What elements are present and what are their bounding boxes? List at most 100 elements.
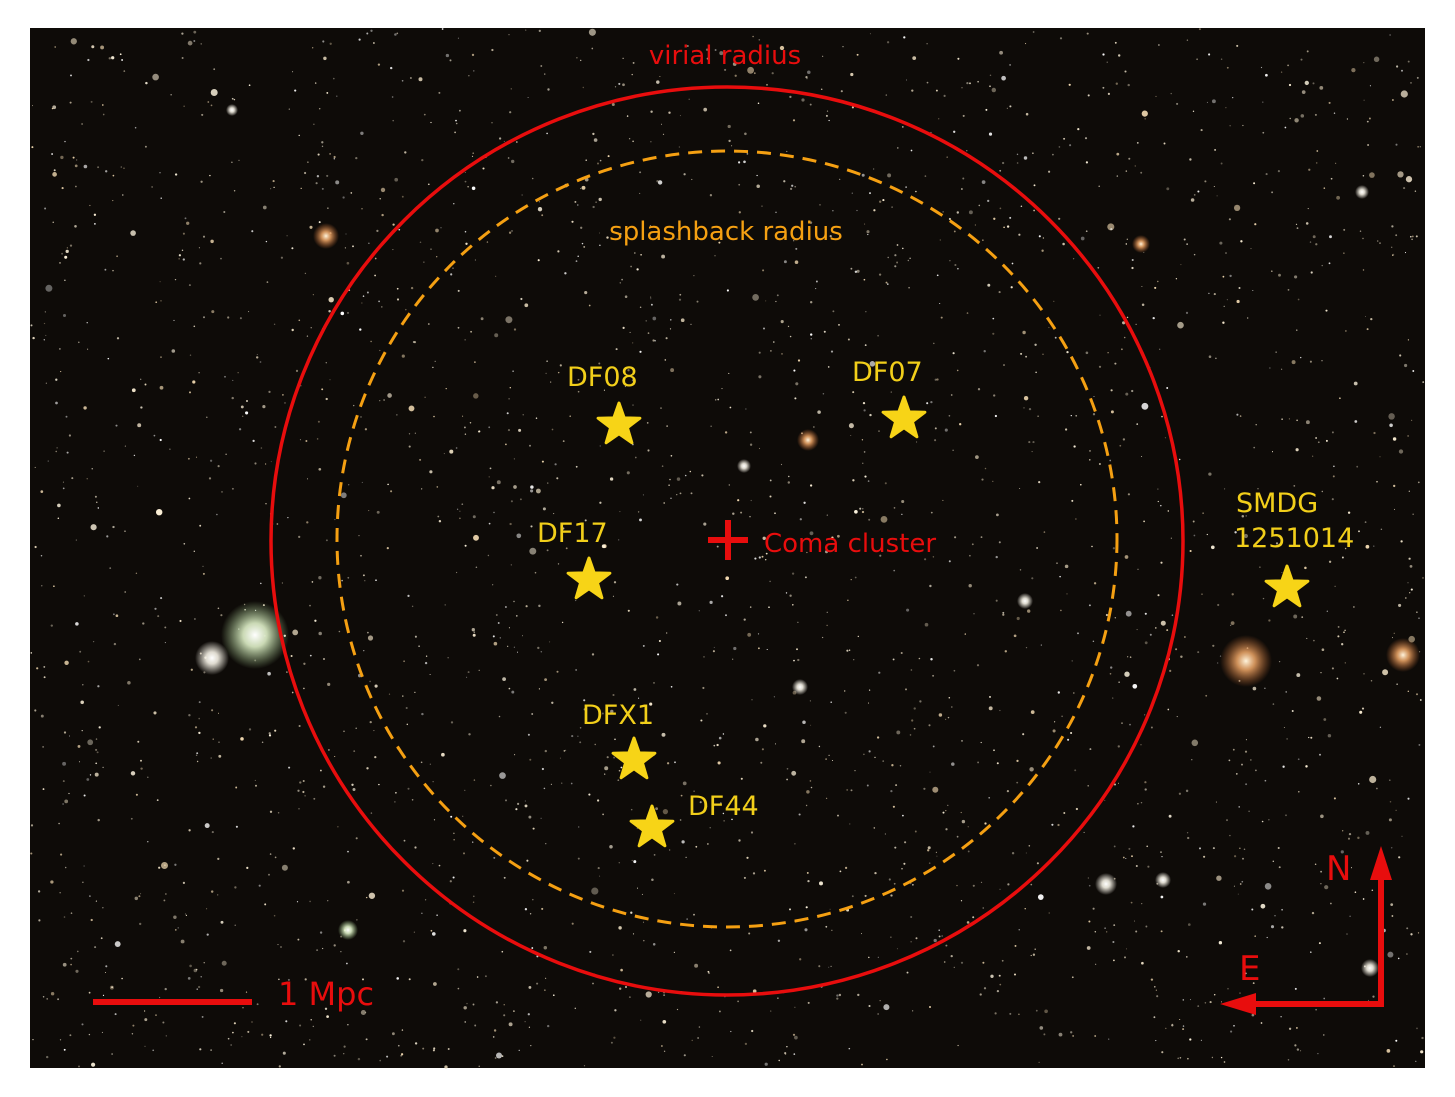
bright-star [1386,638,1420,672]
background-star [498,137,502,140]
background-star [718,241,721,244]
background-star [653,682,655,684]
background-star [1094,1035,1097,1037]
background-star [1186,832,1189,834]
background-star [1369,172,1375,178]
background-star [1208,472,1212,476]
background-star [340,311,345,316]
background-star [650,141,652,143]
background-star [1058,1032,1063,1037]
background-star [724,68,727,71]
background-star [155,1014,157,1016]
background-star [1179,1057,1182,1059]
background-star [198,717,200,720]
background-star [165,893,167,895]
background-star [1251,908,1254,911]
background-star [459,517,461,520]
background-star [599,445,601,447]
background-star [793,659,795,662]
background-star [1193,534,1196,537]
background-star [102,113,105,116]
background-star [400,1054,402,1057]
background-star [544,989,546,991]
background-star [709,827,711,829]
scale-bar-label: 1 Mpc [278,975,374,1013]
background-star [79,650,82,653]
background-star [1297,758,1300,761]
background-star [1186,243,1188,245]
background-star [160,197,162,199]
background-star [615,348,618,351]
background-star [1086,946,1091,950]
background-star [926,402,929,405]
background-star [1285,814,1287,817]
background-star [1157,488,1159,490]
background-star [901,868,903,870]
background-star [317,420,320,423]
background-star [852,391,855,394]
background-star [1204,1002,1207,1004]
background-star [552,994,555,997]
background-star [1250,248,1252,250]
background-star [961,188,963,190]
background-star [188,829,191,832]
background-star [1296,419,1298,422]
galaxy-label-smdg-id: 1251014 [1234,523,1354,554]
background-star [1202,512,1204,514]
background-star [130,230,136,236]
background-star [1359,710,1363,714]
background-star [1410,235,1412,238]
background-star [198,372,200,374]
background-star [1219,241,1223,245]
background-star [463,426,466,429]
background-star [650,303,653,306]
background-star [472,515,476,519]
background-star [791,572,795,575]
background-star [890,894,893,897]
background-star [1312,82,1315,85]
background-star [960,811,962,814]
background-star [521,635,524,637]
background-star [730,1030,732,1033]
background-star [688,98,690,101]
background-star [225,453,227,455]
background-star [1157,594,1160,597]
background-star [1209,1001,1212,1004]
background-star [526,859,529,862]
background-star [703,656,705,658]
background-star [1092,907,1095,910]
background-star [463,852,465,855]
background-star [677,601,682,606]
background-star [541,214,544,217]
background-star [781,353,783,355]
background-star [1410,588,1413,591]
splashback-radius-circle [335,149,1119,929]
background-star [273,186,275,189]
background-star [156,509,163,516]
background-star [1092,640,1095,643]
background-star [211,310,215,314]
background-star [429,763,431,765]
background-star [462,815,464,817]
background-star [529,913,532,915]
background-star [1002,611,1005,614]
background-star [825,797,828,799]
background-star [1278,866,1281,869]
background-star [938,929,940,931]
background-star [551,701,554,704]
background-star [977,761,980,764]
background-star [952,352,955,355]
background-star [691,1039,693,1042]
background-star [773,341,775,343]
background-star [764,1062,768,1066]
background-star [86,478,88,480]
background-star [488,522,491,525]
background-star [1136,423,1139,425]
background-star [1289,117,1291,120]
background-star [1075,518,1077,520]
background-star [769,479,772,482]
background-star [34,545,37,549]
background-star [894,254,897,257]
background-star [1281,571,1283,574]
background-star [885,94,888,96]
